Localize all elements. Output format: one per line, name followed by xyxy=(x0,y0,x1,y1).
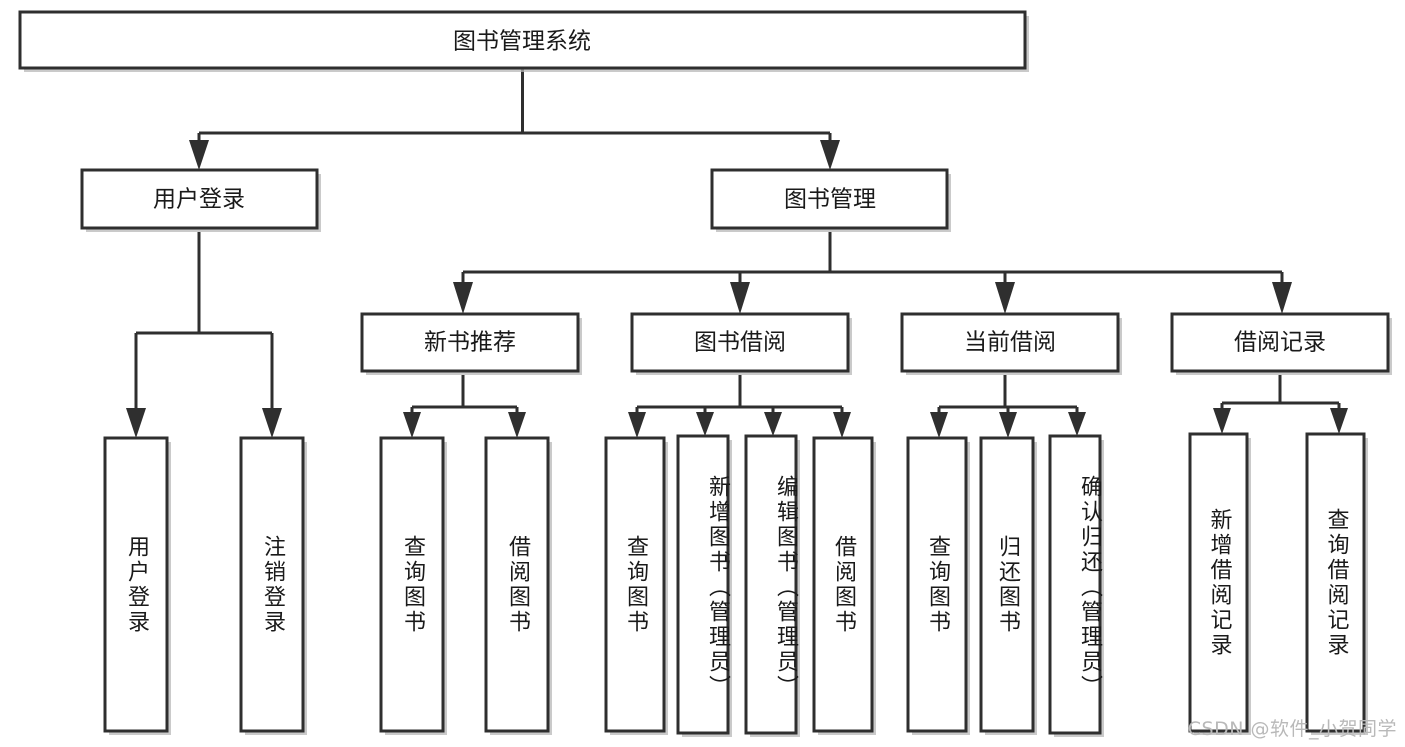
node-label-book-borrow: 图书借阅 xyxy=(694,330,786,356)
arrowhead-book-borrow-leaf-2 xyxy=(696,412,714,436)
arrowhead-book-borrow-leaf-4 xyxy=(833,412,851,438)
node-label-user-login: 用户登录 xyxy=(153,187,245,213)
node-box-leaf-borrow-record-2[interactable] xyxy=(1305,432,1366,733)
arrowhead-user-login-leaf-1 xyxy=(126,408,146,438)
arrowhead-current-borrow-leaf-3 xyxy=(1068,412,1086,436)
arrowhead-to-borrow-record xyxy=(1272,282,1292,314)
node-label-borrow-record: 借阅记录 xyxy=(1234,330,1326,356)
node-box-book-manage[interactable] xyxy=(710,168,949,230)
node-box-root[interactable] xyxy=(18,10,1027,70)
arrowhead-new-book-leaf-1 xyxy=(403,412,421,438)
arrowhead-book-borrow-leaf-3 xyxy=(764,412,782,436)
arrowhead-book-borrow-leaf-1 xyxy=(628,412,646,438)
node-box-current-borrow[interactable] xyxy=(900,312,1120,373)
node-box-leaf-current-borrow-1[interactable] xyxy=(906,436,968,733)
arrowhead-current-borrow-leaf-1 xyxy=(930,412,948,438)
arrowhead-to-new-book xyxy=(453,282,473,314)
arrowhead-to-current-borrow xyxy=(995,282,1015,314)
node-box-leaf-new-book-1[interactable] xyxy=(379,436,445,733)
arrowhead-new-book-leaf-2 xyxy=(508,412,526,438)
node-box-leaf-user-login-1[interactable] xyxy=(103,436,169,733)
node-label-current-borrow: 当前借阅 xyxy=(964,330,1056,356)
node-box-leaf-book-borrow-3[interactable] xyxy=(744,434,798,735)
arrow-heads-group xyxy=(126,140,1348,438)
arrowhead-current-borrow-leaf-2 xyxy=(999,412,1017,438)
node-boxes-group: 图书管理系统 用户登录 图书管理 新书推荐 图书借阅 当前借阅 借阅记录 xyxy=(18,10,1392,737)
node-box-leaf-current-borrow-2[interactable] xyxy=(979,436,1035,733)
node-box-leaf-current-borrow-3[interactable] xyxy=(1048,434,1102,735)
arrowhead-to-book-manage xyxy=(820,140,840,170)
node-box-leaf-new-book-2[interactable] xyxy=(484,436,550,733)
csdn-watermark: CSDN @软件_小贺同学 xyxy=(1187,718,1397,740)
node-label-new-book: 新书推荐 xyxy=(424,330,516,356)
node-box-user-login[interactable] xyxy=(80,168,319,230)
node-box-leaf-book-borrow-2[interactable] xyxy=(676,434,730,735)
arrowhead-borrow-record-leaf-1 xyxy=(1213,408,1231,434)
node-label-book-manage: 图书管理 xyxy=(784,187,876,213)
node-box-leaf-user-login-2[interactable] xyxy=(239,436,305,733)
node-box-leaf-book-borrow-4[interactable] xyxy=(812,436,874,733)
arrowhead-to-book-borrow xyxy=(730,282,750,314)
arrowhead-borrow-record-leaf-2 xyxy=(1330,408,1348,434)
node-box-new-book[interactable] xyxy=(360,312,580,373)
arrowhead-user-login-leaf-2 xyxy=(262,408,282,438)
node-box-leaf-borrow-record-1[interactable] xyxy=(1188,432,1249,733)
node-label-root: 图书管理系统 xyxy=(453,29,591,55)
node-box-book-borrow[interactable] xyxy=(630,312,850,373)
node-box-leaf-book-borrow-1[interactable] xyxy=(604,436,666,733)
arrowhead-to-user-login xyxy=(189,140,209,170)
node-box-borrow-record[interactable] xyxy=(1170,312,1390,373)
